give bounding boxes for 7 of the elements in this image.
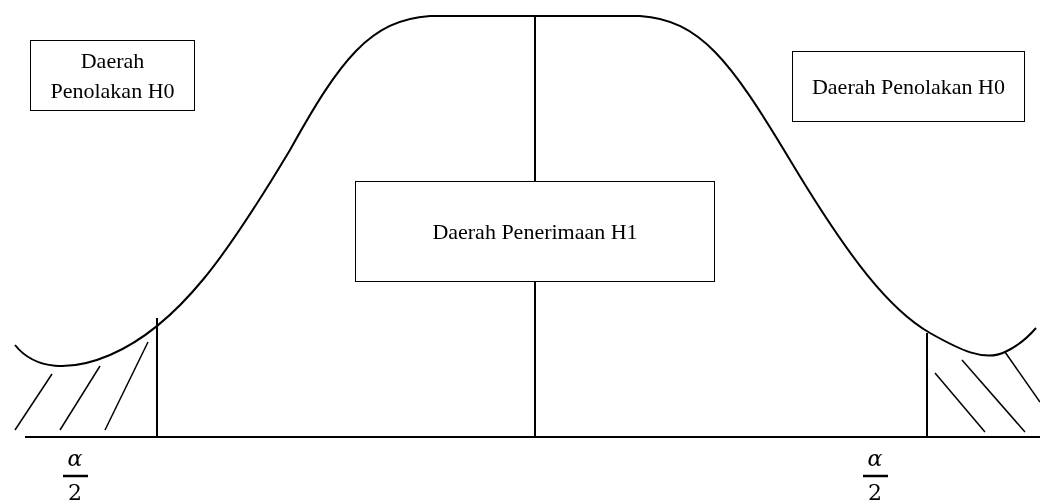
text-box: Daerah Penerimaan H1 <box>355 181 715 282</box>
text-box: Daerah Penolakan H0 <box>30 40 195 111</box>
fraction-denominator: 2 <box>67 480 83 501</box>
fraction-numerator: α <box>866 446 884 471</box>
text-box: Daerah Penolakan H0 <box>792 51 1025 122</box>
fraction-numerator: α <box>66 446 84 471</box>
fraction-denominator: 2 <box>867 480 883 501</box>
